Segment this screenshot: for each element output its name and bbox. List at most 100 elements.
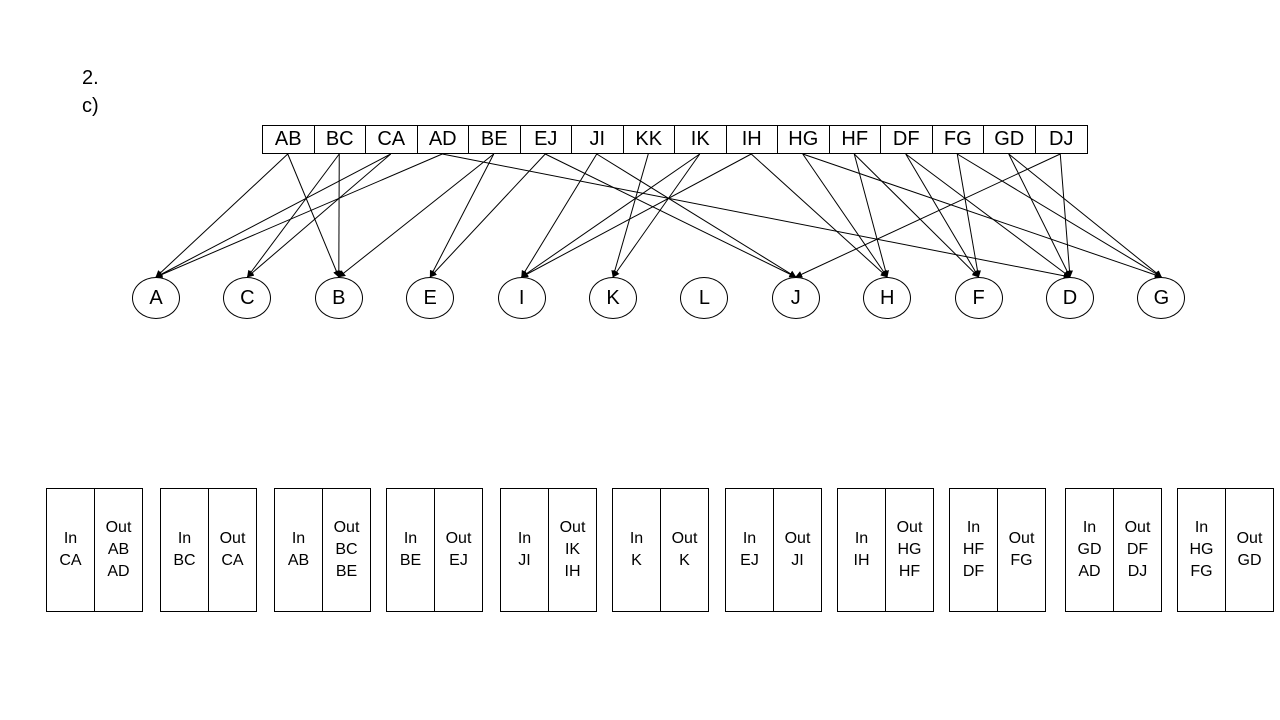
arrow-dj-to-d <box>1059 153 1073 278</box>
out-entry: Out <box>105 519 132 536</box>
out-entry: Out <box>333 519 360 536</box>
out-entry: IH <box>564 563 581 580</box>
arrow-ik-to-k <box>612 153 701 278</box>
arrow-df-to-f <box>905 153 980 278</box>
in-entry: FG <box>1190 563 1213 580</box>
question-number: 2. c) <box>82 64 99 120</box>
arrow-gd-to-g <box>1008 153 1162 278</box>
out-entry: FG <box>1010 552 1033 569</box>
arrow-hg-to-h <box>802 153 888 278</box>
arrow-ih-to-h <box>750 153 888 278</box>
arrow-ca-to-c <box>246 153 392 278</box>
out-entry: EJ <box>449 552 468 569</box>
edge-cell-ab: AB <box>263 126 315 153</box>
in-entry: DF <box>962 563 985 580</box>
edge-cell-bc: BC <box>315 126 366 153</box>
node-k: K <box>589 277 637 319</box>
in-entry: K <box>631 552 642 569</box>
in-entry: JI <box>518 552 531 569</box>
arrow-hf-to-f <box>853 153 980 278</box>
out-entry: DF <box>1126 541 1149 558</box>
out-entry: Out <box>219 530 246 547</box>
edge-cell-ih: IH <box>727 126 778 153</box>
node-a: A <box>132 277 180 319</box>
in-entry: In <box>517 530 532 547</box>
out-entry: Out <box>671 530 698 547</box>
out-entry: BC <box>335 541 358 558</box>
arrow-be-to-b <box>338 153 495 278</box>
node-g: G <box>1137 277 1186 319</box>
arrow-ab-to-a <box>155 153 289 278</box>
arrow-ih-to-i <box>520 153 752 278</box>
edge-cell-gd: GD <box>984 126 1036 153</box>
in-entry: In <box>63 530 78 547</box>
in-entry: CA <box>59 552 82 569</box>
in-entry: AB <box>287 552 310 569</box>
arrow-ab-to-b <box>287 153 340 278</box>
question-number-line: 2. <box>82 67 99 89</box>
edge-cell-dj: DJ <box>1049 128 1074 150</box>
out-entry: AB <box>107 541 130 558</box>
out-entry: Out <box>1236 530 1263 547</box>
in-entry: In <box>629 530 644 547</box>
edge-cell-kk: KK <box>624 126 675 153</box>
in-entry: EJ <box>740 552 759 569</box>
arrow-fg-to-g <box>956 153 1162 278</box>
out-entry: Out <box>559 519 586 536</box>
in-entry: In <box>742 530 757 547</box>
arrow-ad-to-d <box>442 153 1071 280</box>
out-entry: K <box>679 552 690 569</box>
in-entry: In <box>966 519 981 536</box>
arrow-bc-to-c <box>246 153 340 278</box>
node-i: I <box>497 277 546 319</box>
out-entry: AD <box>107 563 130 580</box>
in-entry: IH <box>853 552 870 569</box>
question-part-line: c) <box>82 95 99 117</box>
in-entry: In <box>1082 519 1097 536</box>
node-b: B <box>314 277 363 319</box>
edge-cell-ca: CA <box>366 126 418 153</box>
edge-cell-hf: HF <box>830 126 881 153</box>
out-entry: BE <box>335 563 358 580</box>
in-entry: BE <box>399 552 422 569</box>
node-j: J <box>771 277 820 319</box>
arrow-ik-to-i <box>521 153 701 278</box>
out-entry: JI <box>791 552 804 569</box>
edge-cell-ej: EJ <box>521 126 572 153</box>
out-entry: Out <box>896 519 923 536</box>
node-f: F <box>954 277 1003 319</box>
arrow-fg-to-f <box>956 153 981 278</box>
arrow-ji-to-j <box>596 153 797 278</box>
edge-cell-ad: AD <box>418 126 469 153</box>
edge-cell-be: BE <box>469 126 521 153</box>
arrow-ej-to-e <box>429 153 546 278</box>
arrow-df-to-d <box>905 153 1071 278</box>
arrow-be-to-e <box>429 153 495 278</box>
in-entry: AD <box>1078 563 1101 580</box>
arrow-hg-to-g <box>802 153 1163 279</box>
arrow-dj-to-j <box>795 153 1061 278</box>
